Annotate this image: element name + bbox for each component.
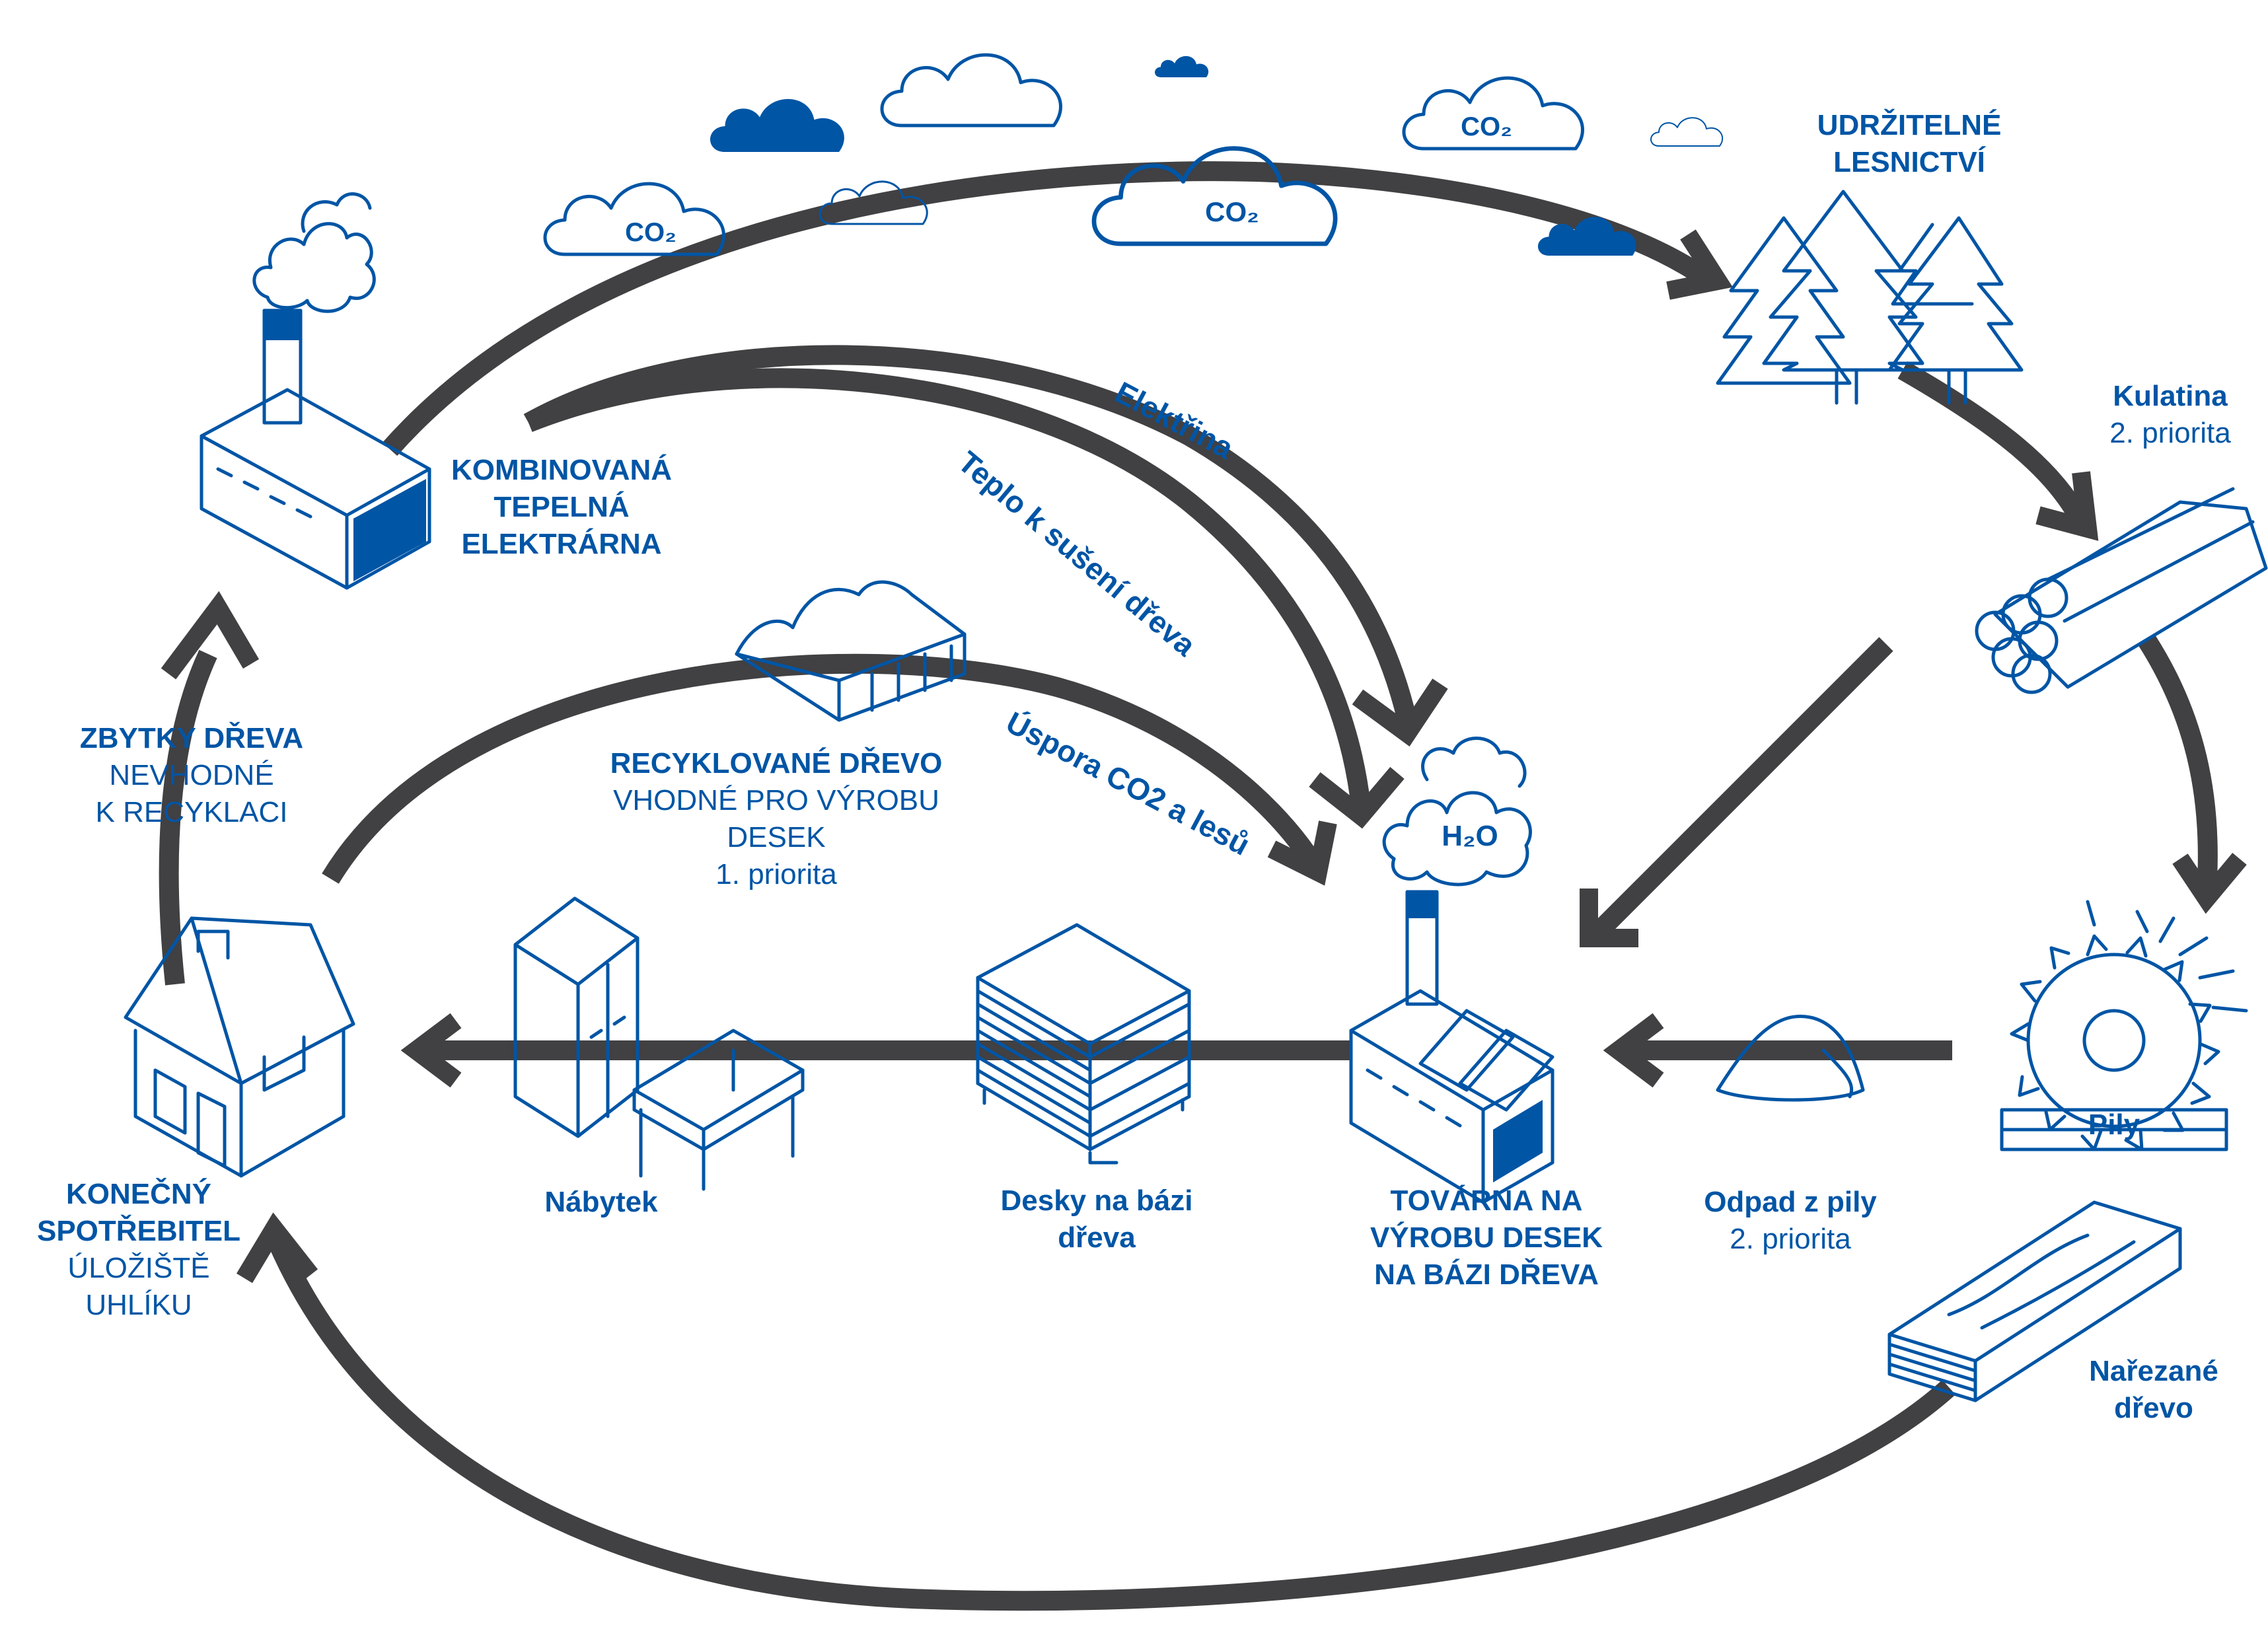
sawmill-title: Pily bbox=[2088, 1108, 2140, 1141]
power-plant-icon bbox=[200, 192, 431, 590]
cloud-icon bbox=[882, 55, 1060, 126]
arrow-electricity bbox=[523, 345, 1417, 723]
arrowhead-consumer-bottom bbox=[236, 1212, 318, 1284]
label-wood-residues: ZBYTKY DŘEVA NEVHODNÉ K RECYKLACI bbox=[66, 720, 317, 831]
arrowhead-logs-factory bbox=[1580, 889, 1638, 947]
tree-icon bbox=[1716, 190, 2024, 405]
sawn-wood-title-l2: dřevo bbox=[2114, 1392, 2193, 1424]
waste-priority: 2. priorita bbox=[1730, 1223, 1851, 1255]
consumer-title-l2: SPOTŘEBITEL bbox=[36, 1215, 241, 1247]
co2-label: CO₂ bbox=[1461, 112, 1512, 141]
wardrobe-icon bbox=[513, 896, 640, 1138]
factory-title-l2: VÝROBU DESEK bbox=[1370, 1221, 1603, 1254]
chp-title-l2: TEPELNÁ bbox=[494, 491, 630, 523]
recycled-sub: VHODNÉ PRO VÝROBU DESEK bbox=[613, 784, 939, 853]
forestry-title-l1: UDRŽITELNÉ bbox=[1817, 109, 2002, 141]
logs-priority: 2. priorita bbox=[2109, 417, 2231, 449]
arrow-recycled-to-factory bbox=[322, 653, 1323, 884]
label-factory: TOVÁRNA NA VÝROBU DESEK NA BÁZI DŘEVA bbox=[1341, 1182, 1632, 1293]
recycled-title: RECYKLOVANÉ DŘEVO bbox=[610, 747, 943, 780]
residues-sub-l2: K RECYKLACI bbox=[95, 796, 288, 828]
label-chp-plant: KOMBINOVANÁ TEPELNÁ ELEKTRÁRNA bbox=[436, 452, 687, 563]
flow-arrows bbox=[159, 161, 2247, 1611]
recycled-priority: 1. priorita bbox=[715, 858, 837, 890]
label-furniture: Nábytek bbox=[502, 1184, 700, 1221]
board-stack-icon bbox=[976, 923, 1191, 1165]
sawdust-icon bbox=[1716, 1015, 1865, 1102]
clouds: CO₂ CO₂ CO₂ bbox=[545, 55, 1724, 256]
logs-title: Kulatina bbox=[2113, 380, 2228, 412]
arrow-chp-to-forest bbox=[382, 161, 1710, 456]
arrow-forest-to-logs bbox=[1897, 361, 2090, 526]
arrowhead-consumer bbox=[400, 1013, 462, 1088]
arrow-logs-to-sawmill bbox=[2139, 635, 2218, 892]
arrowhead-forest bbox=[1666, 229, 1733, 300]
label-recycled-wood: RECYKLOVANÉ DŘEVO VHODNÉ PRO VÝROBU DESE… bbox=[562, 745, 991, 893]
flow-savings-label: Úspora CO2 a lesů bbox=[1001, 705, 1256, 862]
house-icon bbox=[124, 916, 355, 1178]
cloud-icon bbox=[1155, 55, 1209, 77]
label-boards: Desky na bázi dřeva bbox=[978, 1182, 1216, 1256]
label-sawmill: Pily bbox=[2048, 1107, 2180, 1143]
arrowhead-heat bbox=[1309, 766, 1405, 829]
boards-title-l2: dřeva bbox=[1058, 1221, 1136, 1254]
arrow-logs-to-factory bbox=[1591, 637, 1893, 939]
arrowhead-sawmill bbox=[2172, 853, 2247, 914]
boards-title-l1: Desky na bázi bbox=[1000, 1184, 1193, 1217]
sawn-wood-title-l1: Nařezané bbox=[2089, 1355, 2218, 1387]
cloud-icon bbox=[710, 98, 844, 152]
chp-title-l1: KOMBINOVANÁ bbox=[451, 454, 673, 486]
factory-icon: H₂O bbox=[1349, 737, 1555, 1204]
factory-title-l1: TOVÁRNA NA bbox=[1390, 1184, 1583, 1217]
residues-title: ZBYTKY DŘEVA bbox=[79, 722, 304, 754]
container-icon bbox=[735, 580, 967, 722]
label-sawn-wood: Nařezané dřevo bbox=[2055, 1353, 2253, 1427]
residues-sub-l1: NEVHODNÉ bbox=[109, 759, 274, 791]
furniture-title: Nábytek bbox=[544, 1186, 658, 1218]
arrowhead-chp bbox=[161, 591, 260, 680]
saw-blade-icon bbox=[2000, 900, 2248, 1151]
arrowhead-waste-factory bbox=[1603, 1013, 1664, 1088]
h2o-label: H₂O bbox=[1442, 820, 1498, 852]
factory-title-l3: NA BÁZI DŘEVA bbox=[1374, 1258, 1599, 1291]
arrowhead-logs bbox=[2035, 471, 2099, 541]
log-pile-icon bbox=[1975, 487, 2268, 694]
arrowhead-recycled-factory bbox=[1267, 820, 1337, 886]
label-forestry: UDRŽITELNÉ LESNICTVÍ bbox=[1810, 107, 2008, 181]
arrow-consumer-to-chp bbox=[159, 649, 217, 986]
consumer-title-l1: KONEČNÝ bbox=[65, 1178, 212, 1210]
table-icon bbox=[632, 1029, 805, 1191]
chp-title-l3: ELEKTRÁRNA bbox=[461, 528, 662, 560]
co2-label: CO₂ bbox=[1205, 196, 1259, 227]
arrow-heat bbox=[525, 368, 1371, 807]
waste-title: Odpad z pily bbox=[1704, 1186, 1877, 1218]
lumber-icon bbox=[1887, 1200, 2182, 1402]
cloud-icon bbox=[1650, 117, 1724, 147]
co2-label: CO₂ bbox=[625, 218, 677, 247]
label-sawmill-waste: Odpad z pily 2. priorita bbox=[1678, 1184, 1903, 1258]
label-logs: Kulatina 2. priorita bbox=[2074, 378, 2266, 452]
label-consumer: KONEČNÝ SPOTŘEBITEL ÚLOŽIŠTĚ UHLÍKU bbox=[13, 1176, 264, 1324]
arrowhead-electricity bbox=[1352, 678, 1448, 746]
forestry-title-l2: LESNICTVÍ bbox=[1833, 146, 1985, 178]
arrow-sawnwood-to-consumer bbox=[268, 1237, 1956, 1611]
consumer-subtitle: ÚLOŽIŠTĚ UHLÍKU bbox=[67, 1252, 210, 1321]
